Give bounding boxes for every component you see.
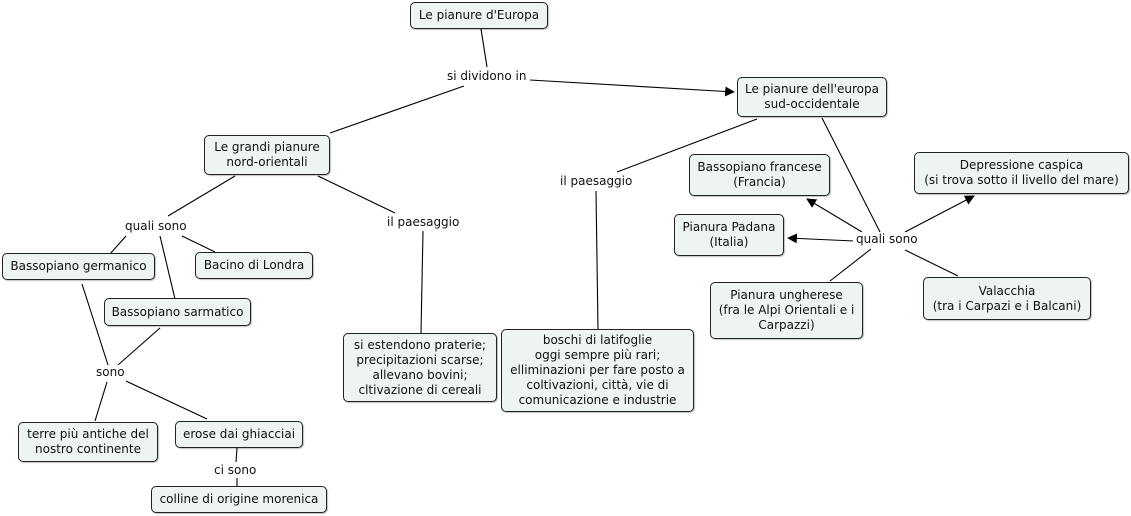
connector-qualisono-to-francese [806, 198, 863, 233]
concept-bassopiano-sarmatico[interactable]: Bassopiano sarmatico [104, 298, 251, 326]
connector-sono-to-terre [94, 381, 108, 422]
connector-erose-to-cisono [235, 447, 238, 463]
connector-sono-to-erose [125, 380, 208, 420]
connector-root-to-dividono [480, 28, 488, 68]
concept-bassopiano-francese[interactable]: Bassopiano francese (Francia) [689, 154, 830, 196]
concept-valacchia[interactable]: Valacchia (tra i Carpazi e i Balcani) [923, 277, 1091, 320]
link-il-paesaggio-left[interactable]: il paesaggio [384, 215, 463, 229]
concept-boschi-latifoglie[interactable]: boschi di latifoglie oggi sempre più rar… [501, 329, 694, 412]
connector-qualisono-to-germanico [109, 235, 127, 255]
link-ci-sono[interactable]: ci sono [211, 463, 260, 477]
link-si-dividono-in[interactable]: si dividono in [444, 69, 530, 83]
link-il-paesaggio-right[interactable]: il paesaggio [557, 174, 636, 188]
connector-dividono-to-sudoccidentale [529, 79, 735, 97]
connector-qualisono-to-sarmatico [159, 235, 176, 300]
link-quali-sono-right[interactable]: quali sono [853, 232, 921, 246]
connector-qualisono-to-caspica [904, 195, 975, 233]
concept-pianure-sud-occidentale[interactable]: Le pianure dell'europa sud-occidentale [737, 77, 887, 117]
connector-sud-to-qualisono [821, 117, 881, 233]
connector-paesaggio-to-boschi [595, 190, 599, 331]
concept-colline-morenica[interactable]: colline di origine morenica [151, 486, 327, 513]
connector-sud-to-paesaggio [616, 118, 758, 173]
connector-qualisono-to-londra [181, 235, 216, 253]
connector-sarmatico-to-sono [117, 327, 161, 366]
connector-qualisono-to-valacchia [904, 249, 959, 277]
connector-qualisono-to-padana [787, 233, 855, 244]
connector-germanico-to-sono [81, 283, 109, 366]
concept-praterie[interactable]: si estendono praterie; precipitazioni sc… [343, 333, 497, 402]
link-quali-sono-left[interactable]: quali sono [122, 219, 190, 233]
concept-terre-piu-antiche[interactable]: terre più antiche del nostro continente [18, 422, 158, 462]
connector-nord-to-paesaggio [317, 175, 396, 214]
connector-dividono-to-nordorientali [329, 85, 465, 134]
concept-pianure-europa[interactable]: Le pianure d'Europa [410, 2, 548, 29]
concept-pianura-padana[interactable]: Pianura Padana (Italia) [674, 214, 784, 256]
connector-paesaggio-to-praterie [420, 230, 424, 334]
concept-pianura-ungherese[interactable]: Pianura ungherese (fra le Alpi Orientali… [710, 282, 863, 339]
link-sono[interactable]: sono [93, 365, 128, 379]
connector-qualisono-to-ungherese [829, 248, 872, 282]
concept-grandi-pianure-nord-orientali[interactable]: Le grandi pianure nord-orientali [204, 135, 330, 175]
concept-erose-dai-ghiacciai[interactable]: erose dai ghiacciai [175, 421, 303, 448]
connector-nord-to-qualisono [167, 175, 236, 217]
concept-depressione-caspica[interactable]: Depressione caspica (si trova sotto il l… [914, 152, 1129, 194]
concept-bassopiano-germanico[interactable]: Bassopiano germanico [2, 253, 155, 280]
concept-bacino-di-londra[interactable]: Bacino di Londra [195, 252, 313, 279]
